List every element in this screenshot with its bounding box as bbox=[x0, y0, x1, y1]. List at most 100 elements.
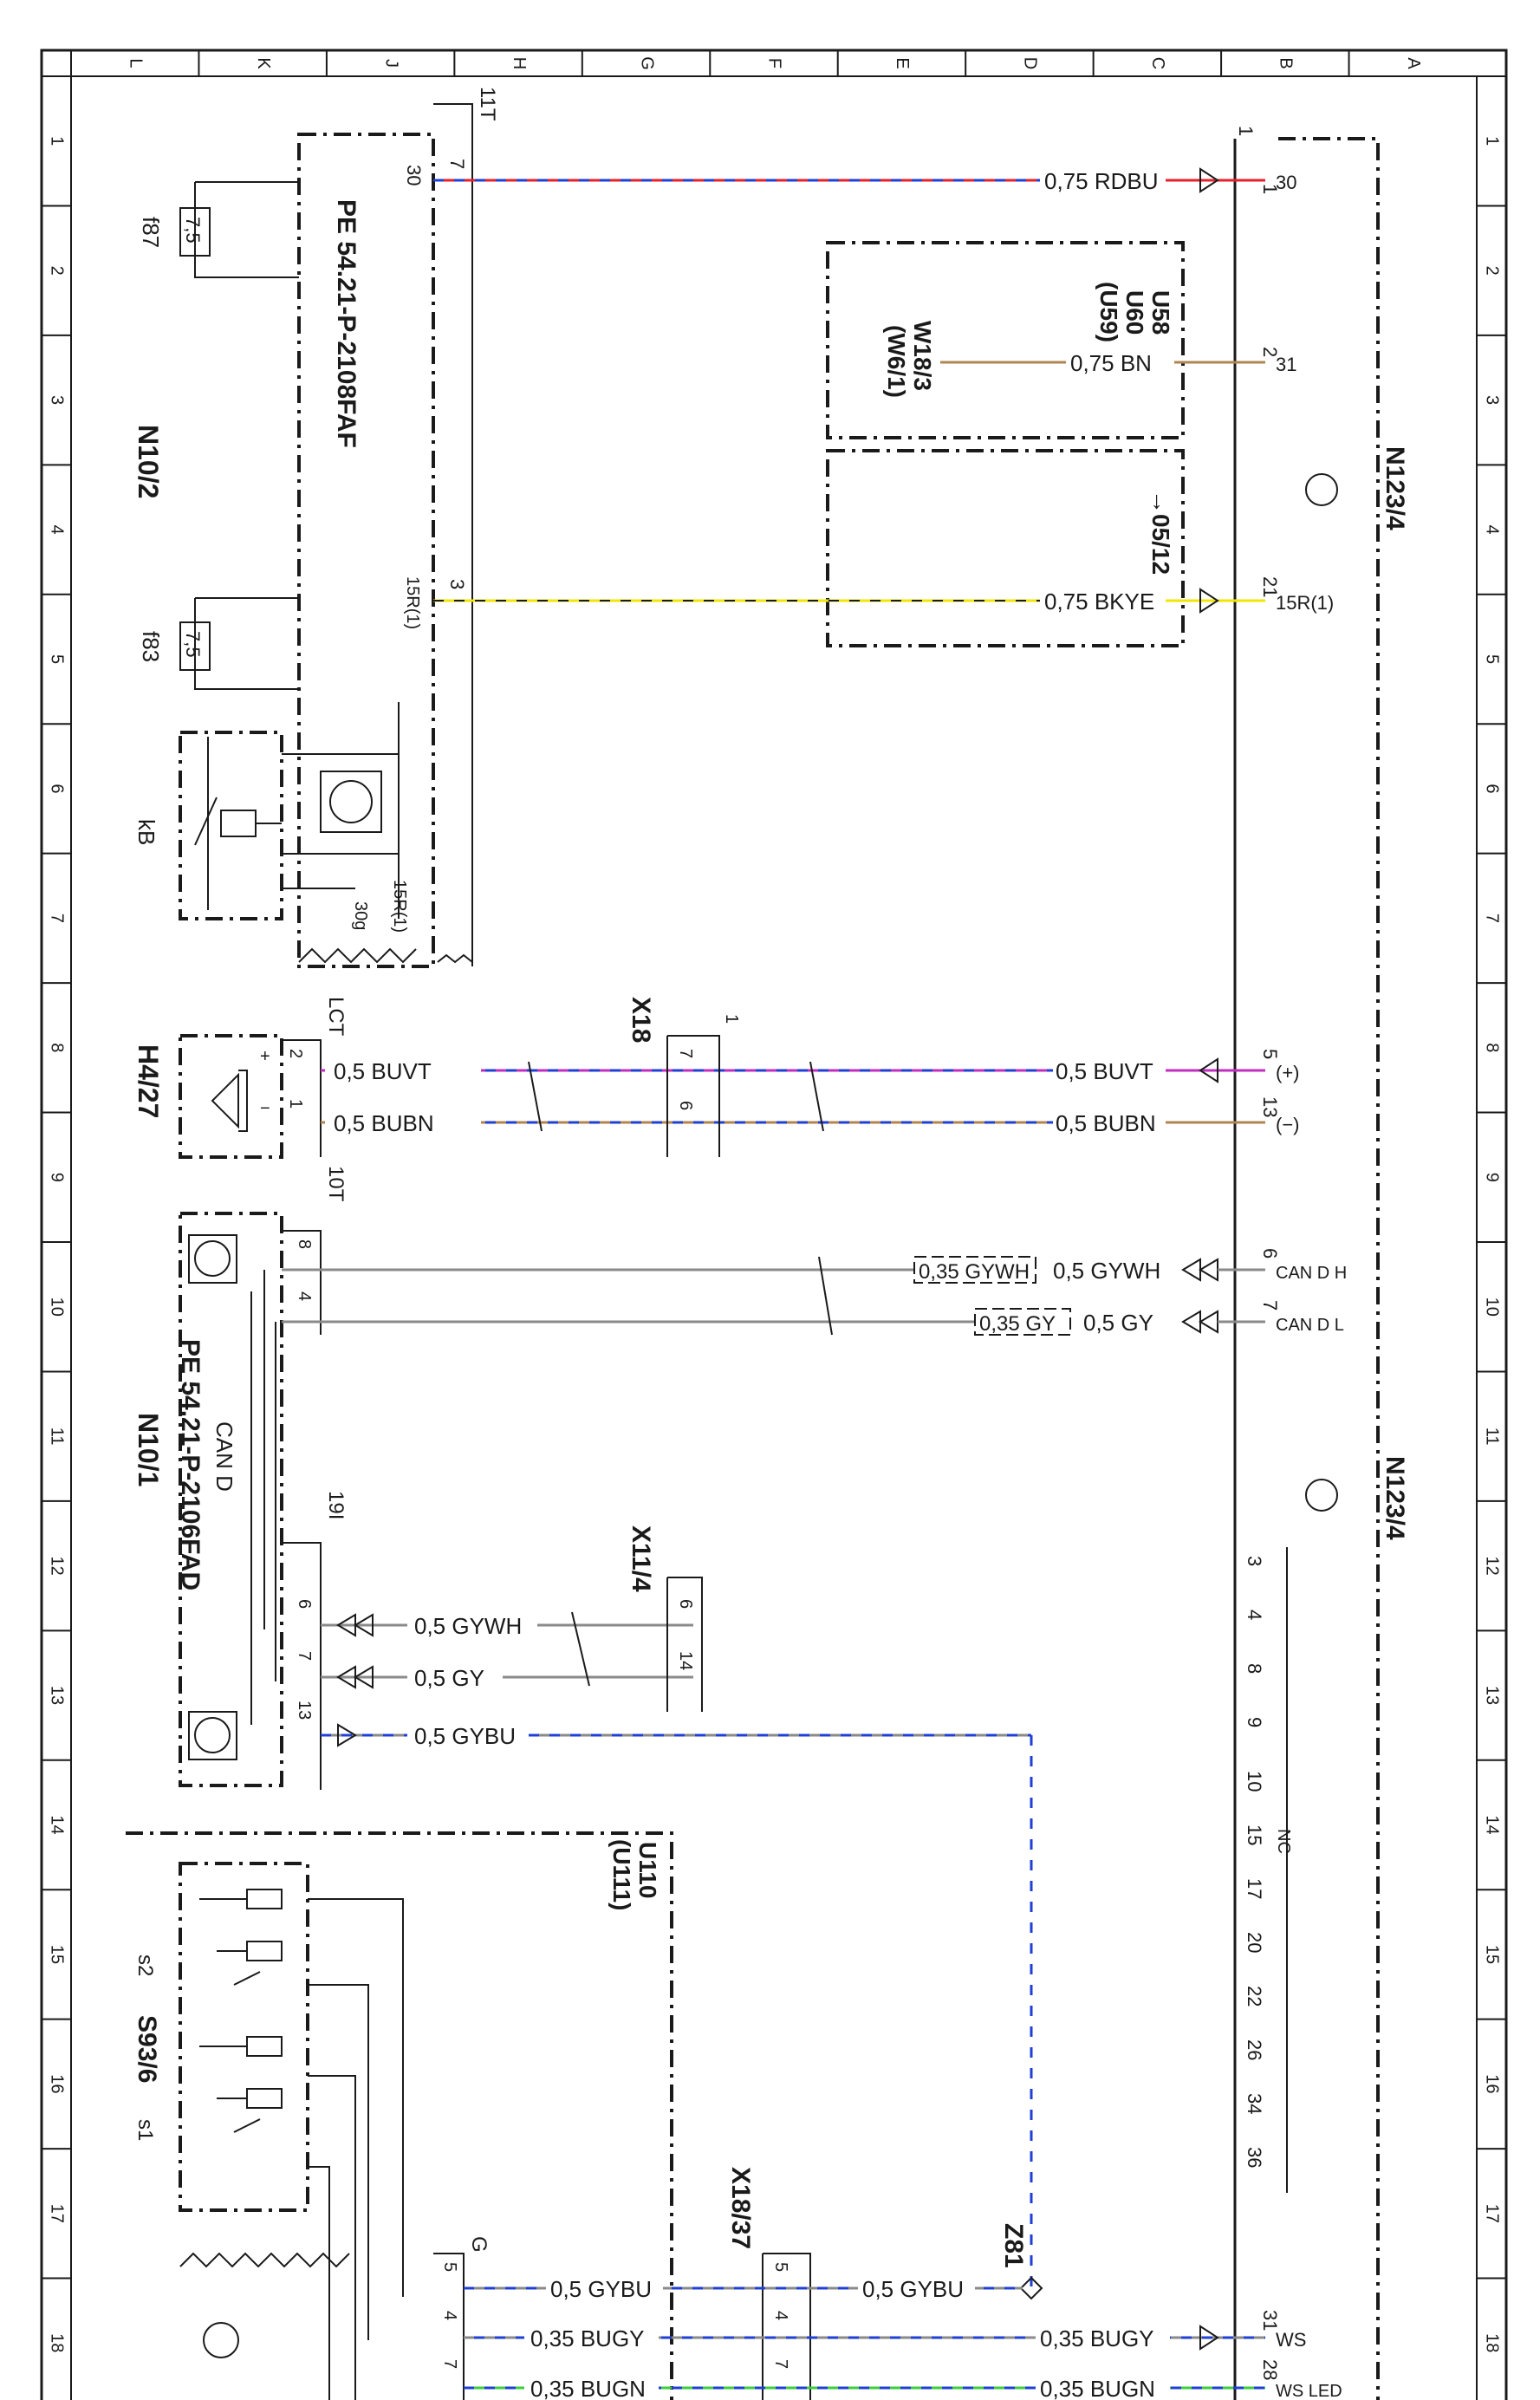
row-label-left: 4 bbox=[48, 524, 67, 534]
n10-1-electronics-icon-top bbox=[194, 1240, 231, 1277]
relay-kb-coil bbox=[220, 810, 257, 837]
wire-bkye-arrow bbox=[1199, 588, 1219, 614]
n10-1-ref-text: PE 54.21-P-2106FAD bbox=[176, 1339, 205, 1590]
column-label: H bbox=[510, 57, 529, 69]
relay-kb-outline bbox=[179, 731, 283, 920]
n123-top-term-31: 31 bbox=[1276, 354, 1296, 375]
row-label-left: 15 bbox=[48, 1945, 67, 1964]
s93-6-resistor-2 bbox=[246, 1941, 283, 1961]
column-label: G bbox=[637, 56, 656, 70]
wire-can-h-label-box bbox=[913, 1256, 1036, 1284]
fuse-f83-value: 7,5 bbox=[182, 631, 204, 658]
u110-electronics-icon bbox=[203, 2322, 239, 2358]
row-label-right: 6 bbox=[1483, 784, 1502, 793]
n123-top-pin-13: 13 bbox=[1259, 1096, 1281, 1117]
row-label-right: 2 bbox=[1483, 266, 1502, 276]
n123-bottom-pin-28: 28 bbox=[1259, 2359, 1281, 2380]
wire-can-h-label-a: 0,35 GYWH bbox=[919, 1260, 1030, 1284]
n10-2-cut-edge bbox=[298, 947, 417, 964]
n10-2-label: N10/2 bbox=[133, 425, 164, 498]
row-label-right: 5 bbox=[1483, 654, 1502, 664]
h4-27-pin-1: 1 bbox=[286, 1099, 305, 1109]
wire-bubn-label-right-bg bbox=[1053, 1111, 1166, 1134]
n10-1-module-outline bbox=[179, 1212, 283, 1787]
connector-lct-label: LCT bbox=[324, 997, 348, 1037]
connector-11t-bracket bbox=[433, 103, 473, 966]
relay-kb-label: kB bbox=[133, 819, 159, 845]
n123-bottom-nc-pin: 34 bbox=[1244, 2093, 1265, 2114]
s93-6-resistor-4 bbox=[246, 2088, 283, 2109]
wire-gybu-bottom-right-bg bbox=[858, 2277, 975, 2299]
wire-buvt-label-bg bbox=[325, 1059, 481, 1082]
x18-37-pin-7: 7 bbox=[771, 2359, 790, 2369]
row-label-right: 11 bbox=[1483, 1428, 1502, 1446]
x18-pin-7: 7 bbox=[676, 1049, 695, 1058]
can-double-arrows-lower bbox=[336, 1613, 374, 1689]
column-label: F bbox=[765, 58, 784, 68]
x18-pin-6: 6 bbox=[676, 1101, 695, 1110]
connector-10t-label: 10T bbox=[324, 1166, 348, 1202]
row-label-left: 11 bbox=[48, 1428, 67, 1446]
row-label-left: 16 bbox=[48, 2074, 67, 2093]
column-label: K bbox=[254, 57, 273, 69]
connector-10t-bracket bbox=[282, 1230, 322, 1335]
n10-2-pin-15r1-lower: 15R(1) bbox=[390, 880, 409, 933]
can-double-arrows-top bbox=[1181, 1258, 1218, 1334]
wire-can-l-label-b: 0,5 GY bbox=[1083, 1310, 1153, 1336]
n123-4-electronics-icon-top bbox=[1305, 473, 1338, 506]
s93-6-resistor-3 bbox=[246, 2036, 283, 2057]
h4-27-label: H4/27 bbox=[133, 1044, 164, 1118]
x18-37-pin-4: 4 bbox=[771, 2311, 790, 2320]
fuse-f83-label: f83 bbox=[138, 631, 164, 662]
n123-top-pin-6: 6 bbox=[1259, 1248, 1281, 1259]
n10-1-label: N10/1 bbox=[133, 1413, 164, 1486]
row-label-right: 17 bbox=[1483, 2204, 1502, 2223]
fuse-f87-value: 7,5 bbox=[182, 217, 204, 244]
row-label-right: 13 bbox=[1483, 1686, 1502, 1705]
n123-top-term-minus: (−) bbox=[1276, 1114, 1300, 1135]
w18-3-label: W18/3 bbox=[909, 321, 936, 391]
fuse-f87-label: f87 bbox=[138, 217, 164, 248]
w6-1-label: (W6/1) bbox=[883, 325, 910, 398]
fuse-f83-symbol bbox=[179, 621, 211, 671]
outer-frame bbox=[40, 49, 1508, 2400]
u110-module-outline bbox=[126, 1831, 673, 2400]
x18-37-connector-bracket bbox=[763, 2253, 811, 2400]
n123-top-pin-5: 5 bbox=[1259, 1049, 1281, 1059]
row-label-left: 10 bbox=[48, 1298, 67, 1317]
wire-can-l-label-box bbox=[974, 1308, 1071, 1336]
connector-lct-bracket bbox=[282, 1039, 322, 1157]
connector-g-label: G bbox=[467, 2236, 491, 2253]
n10-1-electronics-icon-bottom bbox=[194, 1717, 231, 1753]
n123-top-term-can-h: CAN D H bbox=[1276, 1264, 1347, 1283]
wire-bugn-left-label: 0,35 BUGN bbox=[530, 2376, 646, 2400]
n10-2-pin-3: 3 bbox=[446, 579, 468, 589]
h4-27-pin-2: 2 bbox=[286, 1049, 305, 1058]
fuse-f87-wires bbox=[194, 181, 299, 278]
n123-bottom-pin-31: 31 bbox=[1259, 2310, 1281, 2331]
n123-bottom-nc-pin: 20 bbox=[1244, 1932, 1265, 1953]
z81-splice-symbol bbox=[1019, 2276, 1043, 2300]
row-label-left: 1 bbox=[48, 136, 67, 146]
n123-4-connector-pin-1: 1 bbox=[1235, 126, 1257, 136]
n123-top-term-can-l: CAN D L bbox=[1276, 1316, 1344, 1335]
n123-bottom-nc-label: NC bbox=[1274, 1829, 1293, 1854]
n123-bottom-nc-pin: 36 bbox=[1244, 2147, 1265, 2168]
n123-top-pin-7: 7 bbox=[1259, 1300, 1281, 1311]
wire-bkye-label: 0,75 BKYE bbox=[1044, 589, 1154, 615]
ref-05-12-box bbox=[826, 449, 1185, 647]
row-label-left: 17 bbox=[48, 2204, 67, 2223]
n123-4-electronics-icon-bottom bbox=[1305, 1479, 1338, 1512]
connector-19i-label: 19I bbox=[324, 1491, 348, 1519]
n123-bottom-nc-pin: 9 bbox=[1244, 1717, 1265, 1727]
row-label-left: 8 bbox=[48, 1043, 67, 1052]
n123-4-label-top: N123/4 bbox=[1381, 446, 1409, 530]
n123-bottom-term-ws-led: WS LED bbox=[1276, 2382, 1342, 2400]
u110-label: U110 bbox=[634, 1842, 661, 1898]
wire-gybu-bottom-right-label: 0,5 GYBU bbox=[862, 2276, 964, 2302]
relay-kb-contact bbox=[194, 737, 282, 910]
n10-2-internal-wiring bbox=[282, 702, 400, 919]
s93-6-s1-label: s1 bbox=[133, 2119, 157, 2141]
